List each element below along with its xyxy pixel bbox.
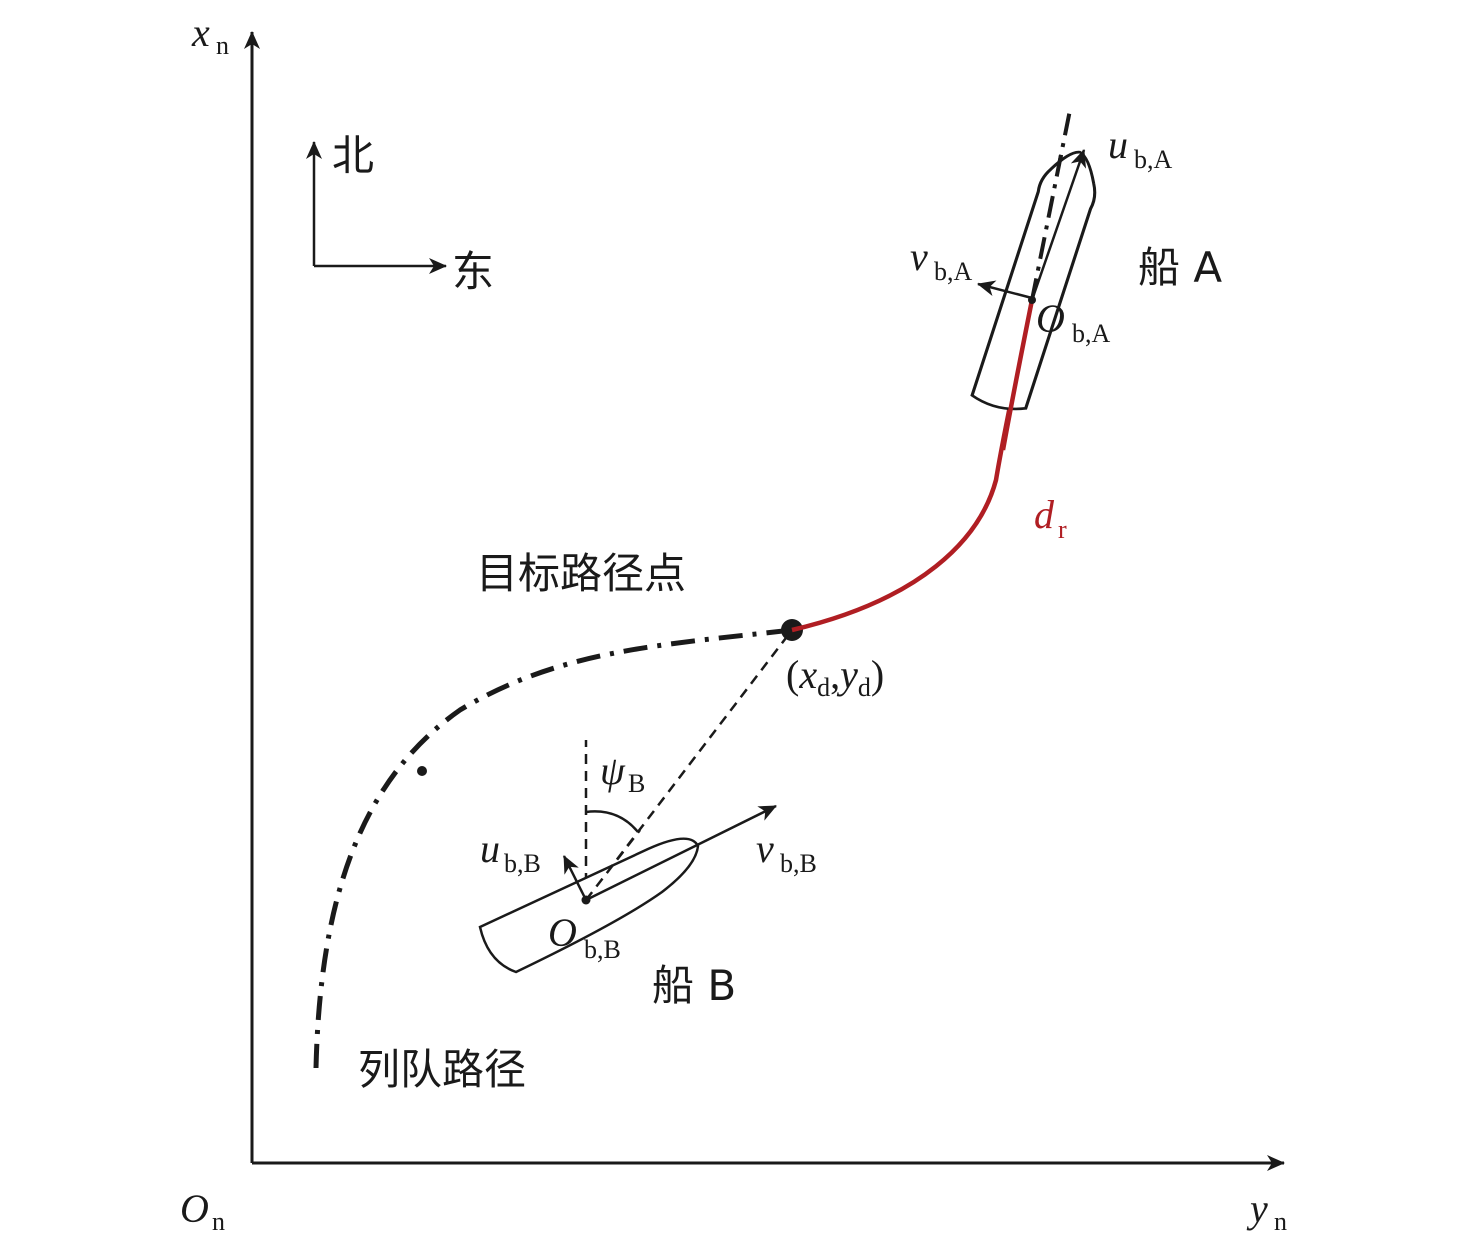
compass: 北 东: [306, 131, 494, 296]
coordinate-axes: x n y n O n: [180, 10, 1287, 1236]
ship-b-u-sub: b,B: [504, 849, 541, 878]
path-point-marker: [417, 766, 427, 776]
target-waypoint: 目标路径点 (xd,yd): [476, 549, 884, 702]
east-label: 东: [452, 247, 494, 296]
coord-x-sub: d: [817, 673, 830, 702]
origin-label: O: [180, 1186, 209, 1231]
ship-b-u-label: u: [480, 826, 500, 871]
ship-b-u-arrow: [562, 855, 588, 901]
origin-subscript: n: [212, 1207, 225, 1236]
coord-y: y: [836, 652, 858, 697]
ship-a-v-arrow: [977, 280, 1033, 300]
target-coordinate: (xd,yd): [786, 652, 884, 702]
formation-path-label: 列队路径: [358, 1045, 526, 1094]
ship-b-origin-sub: b,B: [584, 935, 621, 964]
x-axis-label: x: [191, 10, 210, 55]
coord-close: ): [871, 652, 884, 697]
formation-path-curve: [313, 627, 793, 1069]
ship-b-psi-label: ψ: [600, 748, 626, 793]
ship-b-origin-label: O: [548, 910, 577, 955]
coord-y-sub: d: [858, 673, 871, 702]
ship-b-name: 船 B: [652, 961, 736, 1010]
ship-a-hull: [970, 150, 1097, 411]
ship-a-u-sub: b,A: [1134, 145, 1173, 174]
y-axis-label: y: [1246, 1186, 1268, 1231]
ship-b: ψ B u b,B v b,B O b,B 船 B: [478, 629, 817, 1010]
coord-open: (: [786, 652, 799, 697]
ship-a-distance-inner: [1000, 299, 1035, 451]
ship-a-origin-label: O: [1036, 296, 1065, 341]
formation-path: 列队路径: [313, 627, 793, 1094]
north-label: 北: [332, 131, 374, 180]
ship-a-name: 船 A: [1138, 243, 1222, 292]
ship-a-v-label: v: [910, 234, 928, 279]
ship-a-origin-sub: b,A: [1072, 319, 1111, 348]
ship-b-origin-dot: [581, 895, 591, 905]
ship-a-origin-dot: [1028, 296, 1036, 304]
ship-b-v-sub: b,B: [780, 849, 817, 878]
ship-a-u-arrow: [1030, 149, 1086, 301]
ship-b-los-inner: [585, 829, 641, 901]
distance-label: d: [1034, 492, 1055, 537]
x-axis-subscript: n: [216, 31, 229, 60]
ship-b-v-arrow: [585, 804, 777, 902]
coord-x: x: [798, 652, 817, 697]
ship-b-psi-arc: [585, 810, 639, 833]
ship-b-v-label: v: [756, 826, 774, 871]
ship-a-heading-inner: [1030, 149, 1064, 301]
target-point-label: 目标路径点: [476, 549, 686, 598]
ship-b-psi-sub: B: [628, 769, 645, 798]
ship-a: u b,A v b,A O b,A 船 A: [910, 109, 1222, 451]
ship-a-u-label: u: [1108, 122, 1128, 167]
distance-subscript: r: [1058, 515, 1067, 544]
ship-a-v-sub: b,A: [934, 257, 973, 286]
y-axis-subscript: n: [1274, 1207, 1287, 1236]
coord-comma: ,: [830, 652, 840, 697]
